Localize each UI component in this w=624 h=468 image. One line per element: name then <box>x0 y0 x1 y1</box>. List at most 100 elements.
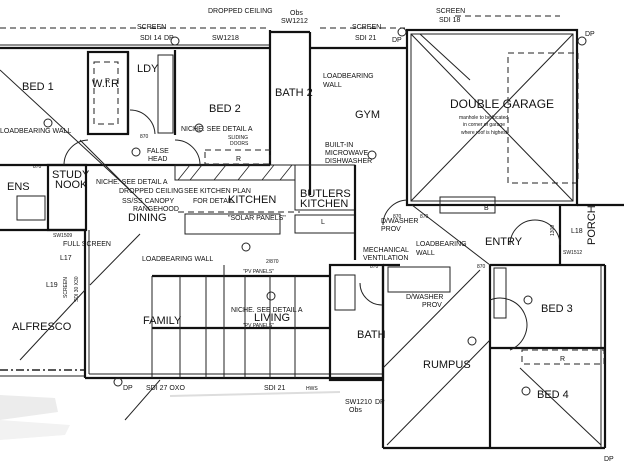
room-study-nook-line2: NOOK <box>55 179 88 191</box>
room-family: FAMILY <box>143 315 182 327</box>
room-living: LIVING <box>254 312 290 324</box>
walls <box>0 28 624 450</box>
room-kitchen: KITCHEN <box>228 194 276 206</box>
room-wir: W.I.R <box>92 78 119 90</box>
note-r-1: R <box>105 78 110 85</box>
note-loadbearing-gym-2: WALL <box>323 82 342 89</box>
note-loadbearing-entry-2: WALL <box>416 250 435 257</box>
note-sw1212: SW1212 <box>281 18 308 25</box>
note-r-3: R <box>560 356 565 363</box>
note-obs-top: Obs <box>290 10 303 17</box>
room-bed-2: BED 2 <box>209 103 241 115</box>
door-swings <box>63 109 561 351</box>
note-loadbearing-bed1: LOADBEARING WALL <box>0 128 71 135</box>
note-sw1218: SW1218 <box>212 35 239 42</box>
note-loadbearing-family: LOADBEARING WALL <box>142 256 213 263</box>
note-mech-vent-2: VENTILATION <box>363 255 408 262</box>
note-dwasher-prov-1-1: D/WASHER <box>381 218 418 225</box>
note-rangehood: RANGEHOOD <box>133 206 179 213</box>
annotations: DROPPED CEILING Obs SW1212 SCREEN SDI 14… <box>0 8 614 463</box>
room-gym: GYM <box>355 109 380 121</box>
room-butlers-kitchen-line2: KITCHEN <box>300 198 348 210</box>
note-loadbearing-entry-1: LOADBEARING <box>416 241 467 248</box>
note-dim-870-1: 870 <box>33 164 42 170</box>
note-sdi27: SDI 27 OXO <box>146 385 185 392</box>
note-dp-5: DP <box>375 399 385 406</box>
note-manhole-2: in corner of garage <box>463 122 505 128</box>
note-dp-2: DP <box>392 37 402 44</box>
note-sdi18: SDI 18 <box>439 17 461 24</box>
room-double-garage: DOUBLE GARAGE <box>450 97 554 111</box>
room-dining: DINING <box>128 212 167 224</box>
note-full-screen: FULL SCREEN <box>63 241 111 248</box>
note-l17: L17 <box>60 255 72 262</box>
note-dim-870-5: 870 <box>370 264 379 270</box>
note-built-in-1: BUILT-IN <box>325 142 353 149</box>
note-b: B <box>484 205 489 212</box>
note-dp-3: DP <box>585 31 595 38</box>
note-loadbearing-gym-1: LOADBEARING <box>323 73 374 80</box>
room-porch: PORCH <box>586 205 598 245</box>
room-butlers-kitchen-line1: BUTLERS <box>300 188 351 200</box>
note-see-kitchen-plan-2: FOR DETAIL <box>193 198 234 205</box>
note-dim-870-4: 870 <box>420 214 429 220</box>
note-dim-1300: 1300 <box>550 225 556 236</box>
note-see-kitchen-plan-1: SEE KITCHEN PLAN <box>184 188 251 195</box>
note-r-2: R <box>236 156 241 163</box>
room-ldy: LDY <box>137 63 159 75</box>
note-manhole-1: manhole to be located <box>459 115 508 121</box>
note-false-head-2: HEAD <box>148 156 167 163</box>
room-bed-3: BED 3 <box>541 303 573 315</box>
note-pv-panels-1: "PV PANELS" <box>243 269 274 275</box>
room-ens: ENS <box>7 181 30 193</box>
note-built-in-2: MICROWAVE <box>325 150 368 157</box>
room-labels: BED 1 W.I.R LDY BED 2 BATH 2 GYM DOUBLE … <box>7 63 598 401</box>
note-pv-panels-2: "PV PANELS" <box>243 323 274 329</box>
note-l19: L19 <box>46 282 58 289</box>
note-solar-panels: "SOLAR PANELS" <box>228 215 286 222</box>
note-sw1210: SW1210 <box>345 399 372 406</box>
note-dp-6: DP <box>604 456 614 463</box>
room-rumpus: RUMPUS <box>423 359 471 371</box>
note-dim-870-6: 870 <box>477 264 486 270</box>
note-dim-870-2: 870 <box>140 134 149 140</box>
note-niche-living: NICHE. SEE DETAIL A <box>231 307 303 314</box>
room-bath-2: BATH 2 <box>275 87 313 99</box>
note-sliding-doors-bed2-2: DOORS <box>230 141 249 147</box>
note-sw1509: SW1509 <box>53 233 72 239</box>
note-niche-bed2: NICHE. SEE DETAIL A <box>181 126 253 133</box>
note-dp-1: DP <box>164 35 174 42</box>
note-dwasher-prov-2-1: D/WASHER <box>406 294 443 301</box>
note-canopy: SS/SS CANOPY <box>122 198 174 205</box>
note-sliding-doors-bed2-1: SLIDING <box>228 135 248 141</box>
note-built-in-3: DISHWASHER <box>325 158 372 165</box>
note-screen-top-left: SCREEN <box>137 24 166 31</box>
note-mech-vent-1: MECHANICAL <box>363 247 409 254</box>
note-dp-4: DP <box>123 385 133 392</box>
note-dropped-ceiling-top: DROPPED CEILING <box>208 8 273 15</box>
screen-lines <box>0 15 560 377</box>
note-l18: L18 <box>571 228 583 235</box>
note-niche-dining: NICHE. SEE DETAIL A <box>96 179 168 186</box>
room-entry: ENTRY <box>485 236 523 248</box>
note-false-head-1: FALSE <box>147 148 169 155</box>
note-screen-alfresco: SCREEN <box>63 277 69 298</box>
room-study-nook-line1: STUDY <box>52 169 90 181</box>
scan-artifact <box>0 391 341 440</box>
note-sdi14: SDI 14 <box>140 35 162 42</box>
note-dim-870-3: 870 <box>393 214 402 220</box>
note-sw1512: SW1512 <box>563 250 582 256</box>
note-l: L <box>321 219 325 226</box>
note-sdi21-top: SDI 21 <box>355 35 377 42</box>
room-bed-4: BED 4 <box>537 389 569 401</box>
note-dim-2870: 2/870 <box>266 259 279 265</box>
roof-lines <box>0 33 602 446</box>
note-dwasher-prov-1-2: PROV <box>381 226 401 233</box>
room-alfresco: ALFRESCO <box>12 321 72 333</box>
note-dropped-ceiling: DROPPED CEILING <box>119 188 184 195</box>
note-dwasher-prov-2-2: PROV <box>422 302 442 309</box>
smoke-detector-icons <box>43 27 587 396</box>
note-hws: HWS <box>306 386 318 392</box>
note-sdi-alfresco: SDI 30 X30 <box>74 276 80 302</box>
room-bath: BATH <box>357 329 386 341</box>
